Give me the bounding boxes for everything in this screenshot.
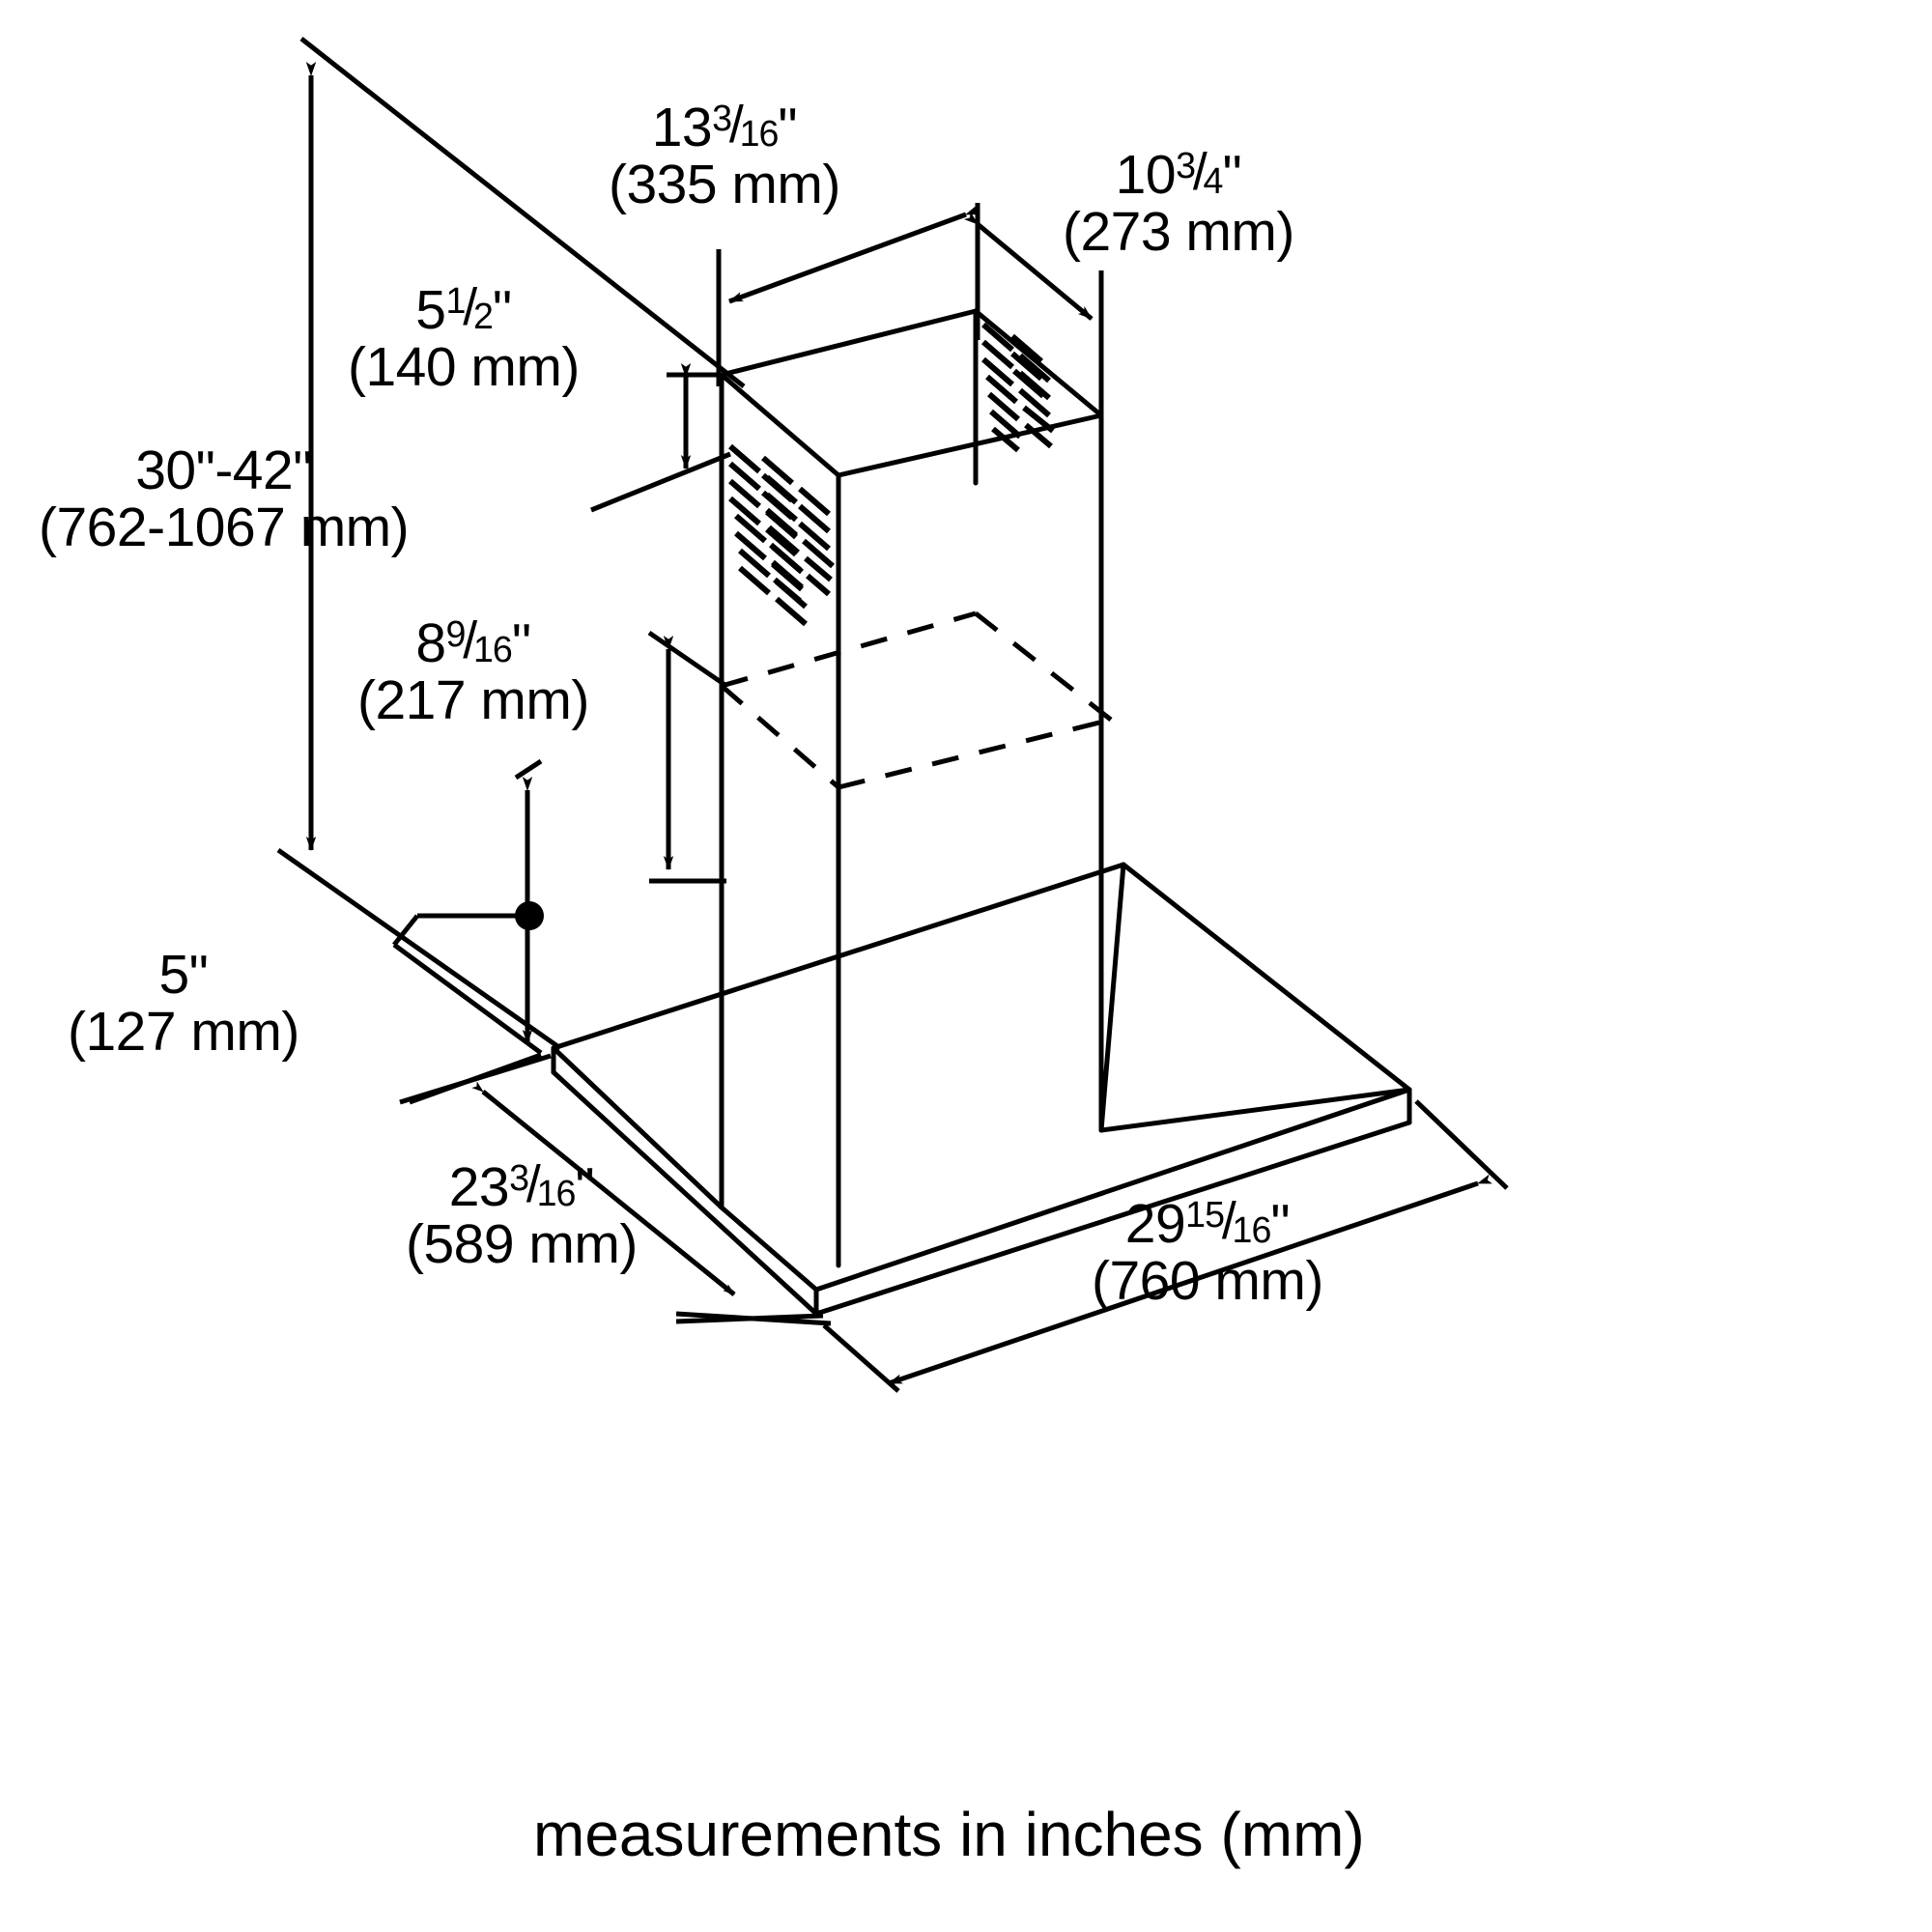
chimney-width-mm: (335 mm) xyxy=(609,154,840,216)
dim-label-duct-offset: 5" (127 mm) xyxy=(68,944,299,1064)
canopy-front-lower-slope xyxy=(719,1205,819,1293)
vent-grille-right xyxy=(981,322,1055,453)
apron-top-left-edge xyxy=(551,862,1126,1051)
measurement-units-caption: measurements in inches (mm) xyxy=(533,1800,1365,1869)
duct-offset-mm: (127 mm) xyxy=(68,1001,299,1064)
apron-top-right-edge xyxy=(1121,862,1412,1093)
canopy-slope-mm: (217 mm) xyxy=(357,669,589,732)
canopy-right-slope-bottom xyxy=(1098,1087,1412,1133)
dim-duct-offset-ext-top xyxy=(514,758,543,781)
hood-body-outline xyxy=(719,308,1104,1268)
dim-label-vent-height: 51/2" (140 mm) xyxy=(348,278,580,399)
hidden-edge-bot-left xyxy=(838,717,1112,790)
dim-label-canopy-slope: 89/16" (217 mm) xyxy=(357,611,589,732)
chimney-top-rear-left xyxy=(719,308,979,378)
dim-label-canopy-depth: 233/16" (589 mm) xyxy=(406,1155,638,1276)
hidden-edge-left-down xyxy=(720,684,840,789)
dim-chimney-width xyxy=(716,203,980,386)
dim-label-canopy-width: 2915/16" (760 mm) xyxy=(1092,1192,1323,1313)
chimney-top-left xyxy=(719,372,841,478)
vent-grille-left xyxy=(728,443,835,627)
dim-canopy-depth-witness2 xyxy=(675,1313,824,1324)
dim-vent-ext-bottom xyxy=(590,451,731,513)
dim-vent-height xyxy=(590,363,731,513)
dim-label-chimney-width: 133/16" (335 mm) xyxy=(609,96,840,216)
dim-canopy-width-ext-right xyxy=(1414,1099,1509,1190)
canopy-right-slope-top xyxy=(1098,862,1126,1133)
vent-height-mm: (140 mm) xyxy=(348,336,580,399)
mount-height-inches: 30"-42" xyxy=(135,440,312,501)
vent-height-inches: 51/2" xyxy=(415,278,512,341)
dim-chimney-depth-line xyxy=(963,212,1094,321)
dim-chimney-width-line xyxy=(728,205,980,304)
dim-mount-height xyxy=(276,37,746,1051)
dim-canopy-depth-line xyxy=(471,1081,736,1296)
canopy-width-mm: (760 mm) xyxy=(1092,1250,1323,1313)
dim-mount-ext-top xyxy=(299,37,746,388)
dim-canopy-width-line xyxy=(888,1174,1492,1386)
dim-label-chimney-depth: 103/4" (273 mm) xyxy=(1063,143,1294,264)
duct-offset-inches: 5" xyxy=(158,944,209,1006)
duct-center-dot xyxy=(515,901,544,930)
dim-label-mount-height: 30"-42" (762-1067 mm) xyxy=(39,440,410,559)
dim-duct-leader-diag xyxy=(392,914,419,947)
dim-canopy-width-ext-left xyxy=(822,1323,900,1393)
dim-mount-ext-bottom xyxy=(276,847,562,1051)
dim-chimney-depth xyxy=(963,212,1104,415)
dim-canopy-width xyxy=(822,1099,1509,1393)
chimney-depth-inches: 103/4" xyxy=(1115,143,1242,206)
mount-height-mm: (762-1067 mm) xyxy=(39,497,410,559)
canopy-width-inches: 2915/16" xyxy=(1124,1192,1291,1255)
dim-canopy-depth xyxy=(399,1052,832,1326)
dim-canopy-slope-ext-top xyxy=(647,630,728,689)
chimney-depth-mm: (273 mm) xyxy=(1063,201,1294,264)
canopy-depth-mm: (589 mm) xyxy=(406,1213,638,1276)
dim-duct-offset xyxy=(392,758,544,1056)
chimney-top-rear-right xyxy=(973,308,1104,418)
dim-canopy-slope xyxy=(647,630,728,884)
hidden-construction-lines xyxy=(720,611,1113,790)
dim-duct-leader-diag2 xyxy=(392,942,543,1056)
chimney-top-right xyxy=(836,412,1104,478)
hidden-edge-top-left xyxy=(721,611,977,689)
hidden-edge-top-right xyxy=(974,611,1113,722)
chimney-width-inches: 133/16" xyxy=(651,96,798,158)
dim-canopy-depth-witness xyxy=(409,1052,542,1105)
canopy-depth-inches: 233/16" xyxy=(448,1155,595,1218)
canopy-slope-inches: 89/16" xyxy=(415,611,531,674)
